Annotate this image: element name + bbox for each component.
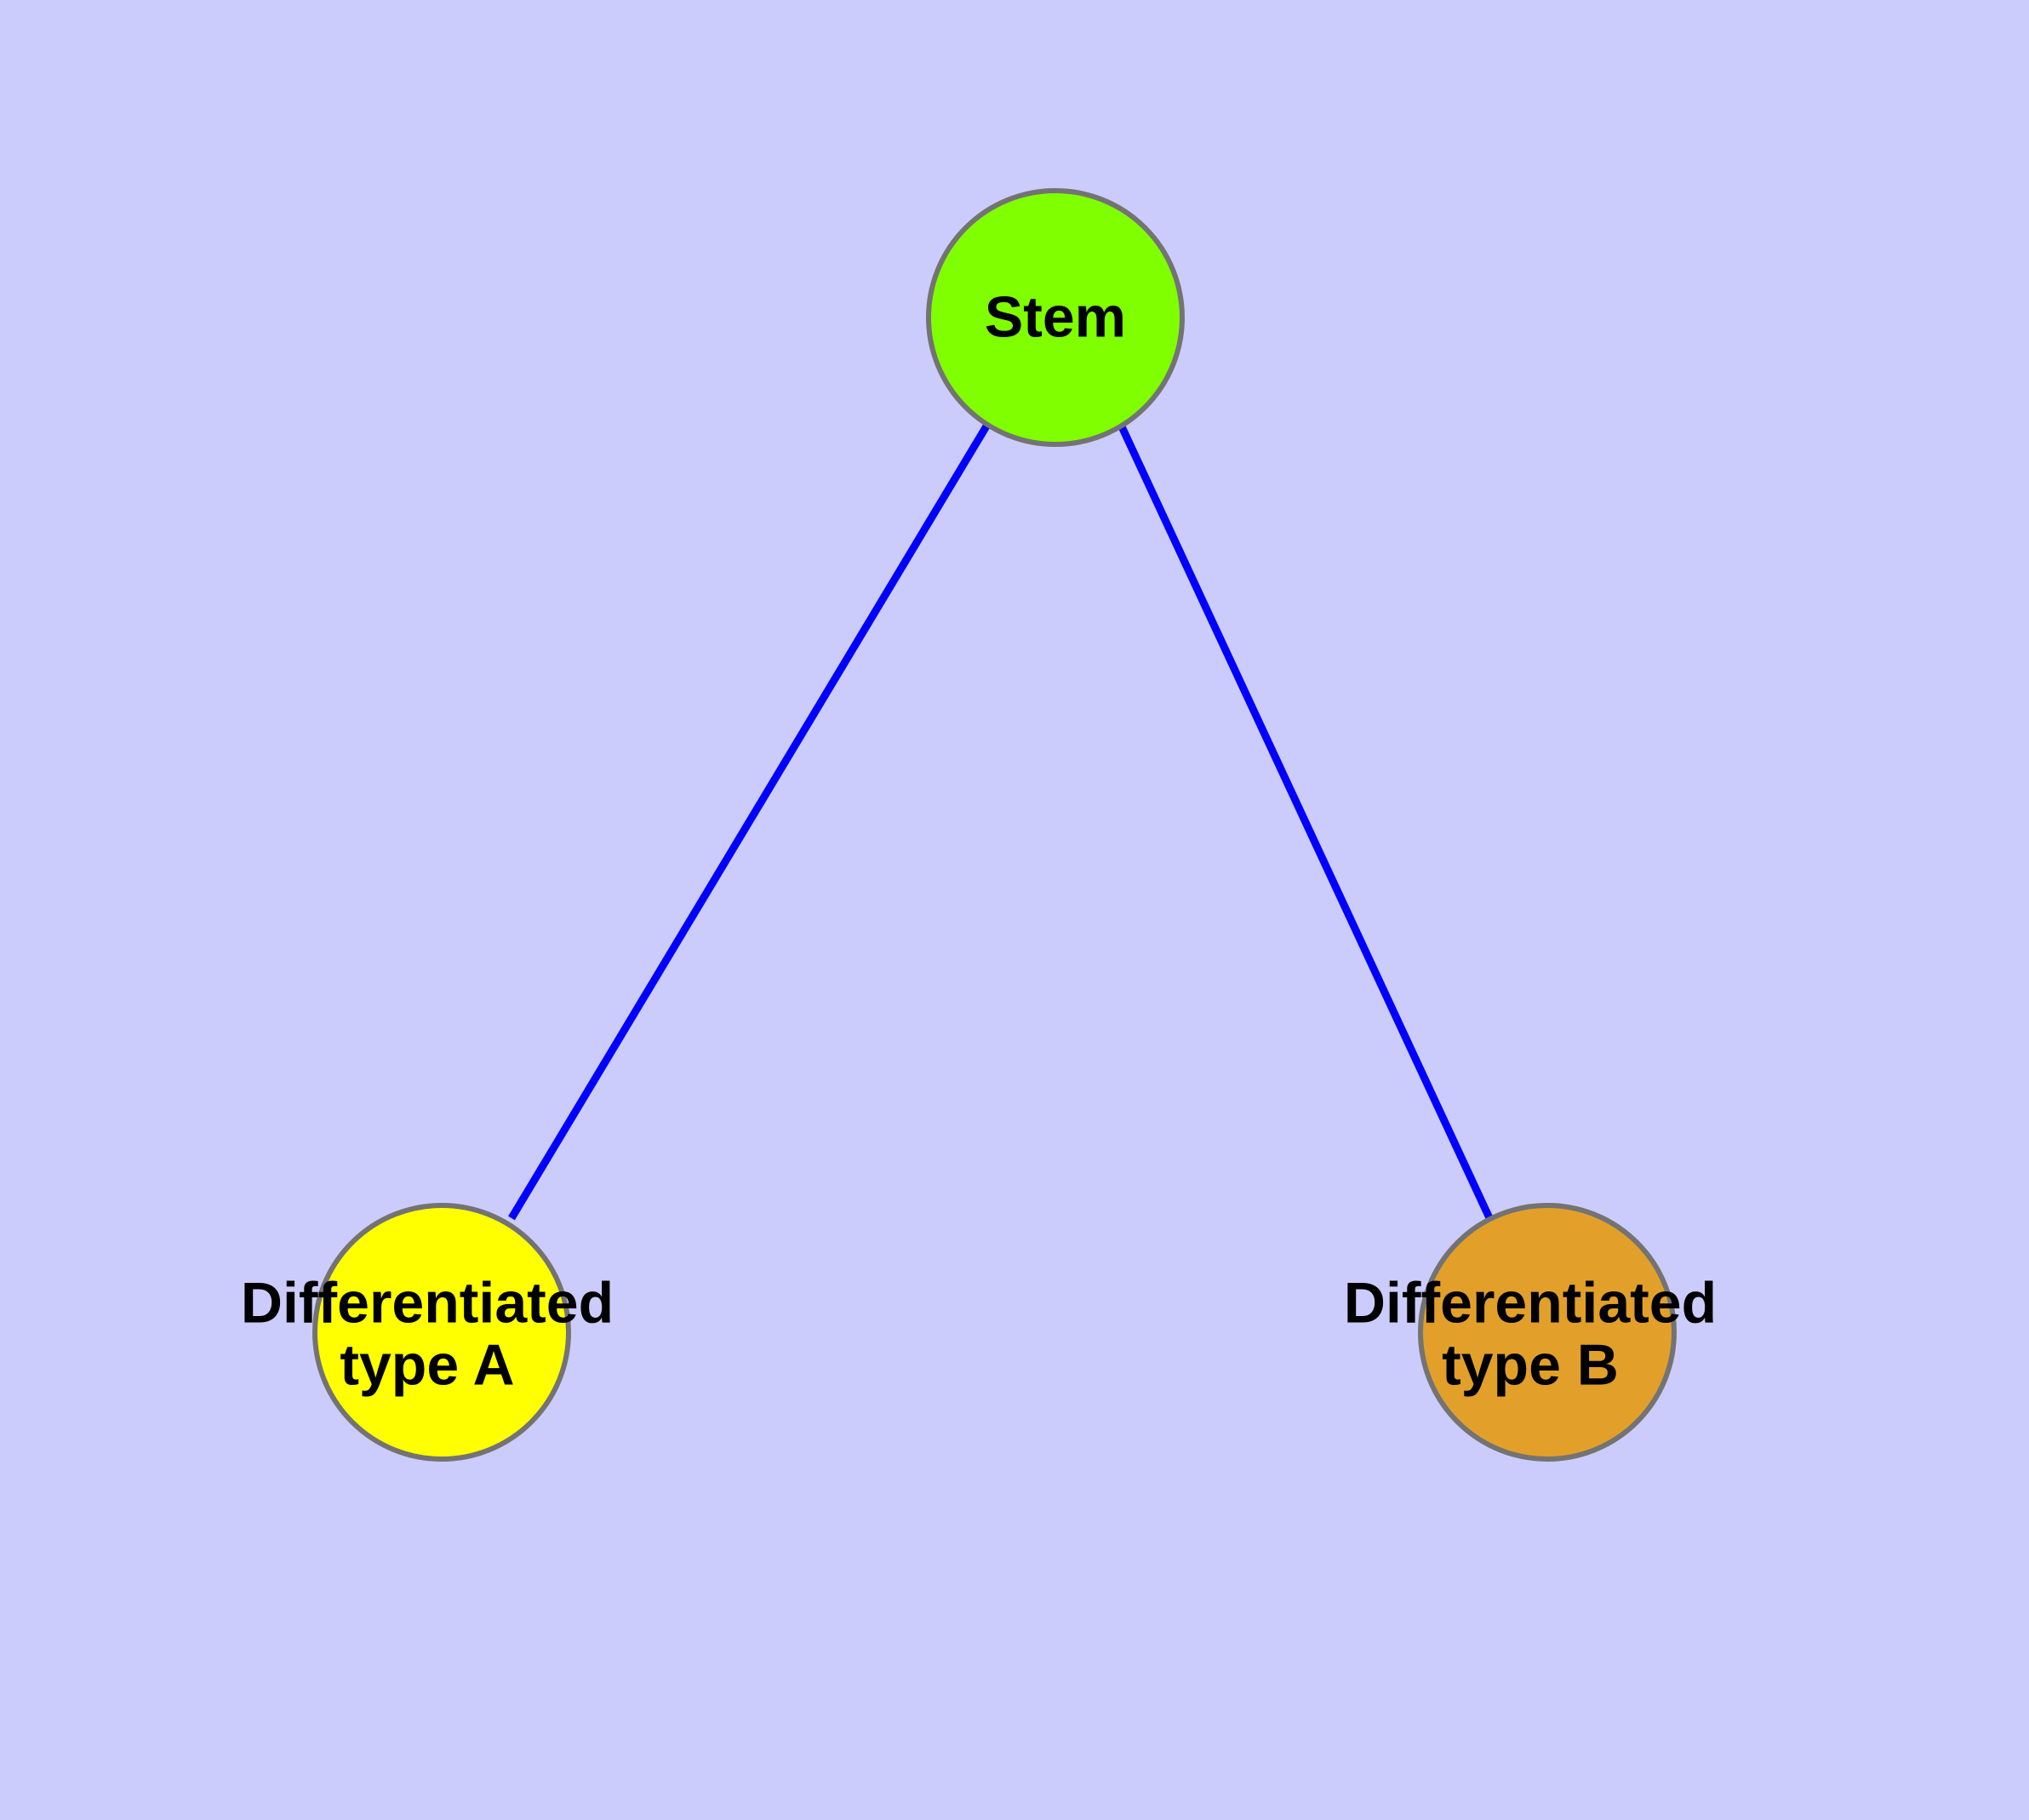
graph-node-diff-b[interactable] [1418,1203,1677,1462]
graph-node-diff-a[interactable] [312,1203,571,1462]
graph-node-stem[interactable] [926,188,1185,447]
graph-edge-stem-to-diff-b[interactable] [1117,423,1495,1223]
node-layer [312,188,1677,1462]
graph-edge-stem-to-diff-a[interactable] [508,422,991,1221]
edge-layer [508,422,1495,1223]
